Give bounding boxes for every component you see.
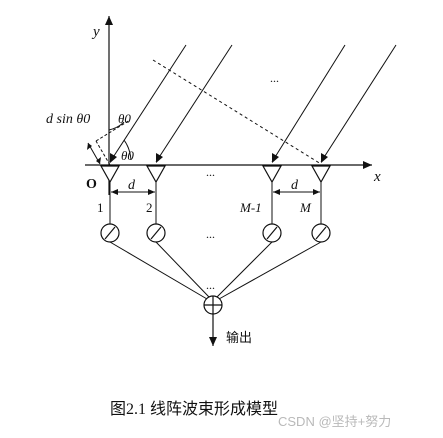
element-label-m-minus-1: M-1 xyxy=(239,200,262,215)
watermark: CSDN @坚持+努力 xyxy=(278,414,391,429)
antenna-element-m xyxy=(310,165,332,224)
ellipsis-sum: ... xyxy=(206,278,215,292)
ray-arrowhead xyxy=(156,153,163,163)
theta-arc-bottom xyxy=(123,139,132,161)
element-label-1: 1 xyxy=(97,200,104,215)
ray-arrowhead xyxy=(321,153,328,163)
antenna-element-2 xyxy=(145,165,167,224)
origin-label: O xyxy=(86,177,97,192)
path-diff-label: d sin θ0 xyxy=(46,112,90,127)
theta-arc-top xyxy=(108,121,125,131)
wave-ray xyxy=(109,44,187,163)
wavefront-line xyxy=(152,59,322,165)
theta-label-bottom: θ0 xyxy=(121,148,134,163)
y-axis-label: y xyxy=(91,24,100,40)
figure-caption: 图2.1 线阵波束形成模型 xyxy=(110,400,278,418)
feed-line xyxy=(218,241,322,300)
path-diff-arrowhead xyxy=(87,143,92,150)
spacing-arrowhead xyxy=(111,189,118,195)
spacing-arrowhead xyxy=(313,189,320,195)
phase-shifter-2 xyxy=(146,223,166,243)
theta-label-top: θ0 xyxy=(118,111,131,126)
feed-line xyxy=(109,241,208,300)
wave-ray xyxy=(271,44,346,163)
ray-arrowhead xyxy=(272,153,279,163)
ellipsis-top: ... xyxy=(270,71,279,85)
ray-arrowhead xyxy=(110,153,117,163)
spacing-label-right: d xyxy=(291,178,299,193)
spacing-arrowhead xyxy=(273,189,280,195)
x-axis-label: x xyxy=(373,169,381,185)
output-label: 输出 xyxy=(226,330,252,345)
antenna-element-m-minus-1 xyxy=(261,165,283,224)
ellipsis-axis: ... xyxy=(206,165,215,179)
feed-line xyxy=(155,241,210,298)
antenna-element-1 xyxy=(99,165,121,224)
phase-shifter-m xyxy=(311,223,331,243)
feed-line xyxy=(216,241,273,298)
wave-ray xyxy=(155,44,233,163)
element-label-2: 2 xyxy=(146,200,153,215)
phase-shifter-m-minus-1 xyxy=(262,223,282,243)
spacing-arrowhead xyxy=(148,189,155,195)
path-diff-line xyxy=(95,119,131,142)
path-diff-arrowhead xyxy=(96,157,101,164)
summer-node xyxy=(203,295,223,315)
ellipsis-phase: ... xyxy=(206,227,215,241)
wave-ray xyxy=(320,44,397,163)
phase-shifter-1 xyxy=(100,223,120,243)
spacing-label-left: d xyxy=(128,178,136,193)
element-label-m: M xyxy=(299,200,312,215)
